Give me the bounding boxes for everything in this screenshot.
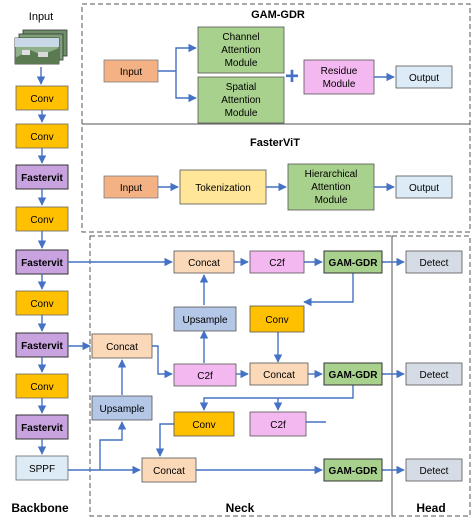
residue-module-box — [303, 59, 375, 95]
backbone-block-6 — [15, 332, 69, 358]
spatial-attention-line2: Attention — [221, 95, 260, 106]
arrow-gam1-conv-right — [303, 273, 354, 307]
arrow-sppf-upsample-left — [99, 421, 127, 470]
concat-mid-box — [249, 362, 309, 386]
backbone-block-9 — [15, 455, 69, 481]
spatial-attention-line1: Spatial — [226, 82, 257, 93]
arrow-concat-left-c2f-mid — [152, 345, 173, 379]
detect-3-box — [405, 458, 463, 482]
conv-right-box — [249, 305, 305, 333]
tokenization-label: Tokenization — [195, 183, 251, 194]
detect-1-label: Detect — [420, 258, 449, 269]
backbone-block-label-8: Fastervit — [21, 423, 63, 434]
fastervit-frame — [81, 123, 471, 233]
arrow-conv-low-concat-bottom — [155, 423, 174, 457]
detect-2-label: Detect — [420, 370, 449, 381]
plus-sign: + — [285, 63, 299, 90]
gam-gdr-2-label: GAM-GDR — [329, 370, 379, 381]
conv-right-label: Conv — [265, 315, 288, 326]
gam-gdr-3-box — [323, 458, 383, 482]
c2f-mid-box — [173, 363, 237, 387]
backbone-block-label-1: Conv — [30, 132, 53, 143]
c2f-top-label: C2f — [269, 258, 285, 269]
head-section-label: Head — [416, 501, 445, 515]
fastervit-title: FasterViT — [250, 137, 300, 149]
backbone-block-label-0: Conv — [30, 94, 53, 105]
backbone-block-label-7: Conv — [30, 382, 53, 393]
tokenization-box — [179, 169, 267, 205]
upsample-top-box — [173, 306, 237, 332]
backbone-block-label-3: Conv — [30, 215, 53, 226]
gam-output-box — [395, 65, 453, 89]
fvit-output-box — [395, 175, 453, 199]
gam-gdr-frame — [81, 3, 471, 125]
hier-line2: Attention — [311, 182, 350, 193]
spatial-attention-line3: Module — [225, 108, 258, 119]
channel-attention-box — [197, 26, 285, 74]
backbone-block-0 — [15, 85, 69, 111]
backbone-block-label-6: Fastervit — [21, 341, 63, 352]
backbone-block-8 — [15, 414, 69, 440]
gam-gdr-3-label: GAM-GDR — [329, 466, 379, 477]
conv-low-label: Conv — [192, 420, 215, 431]
head-frame — [391, 235, 471, 517]
input-image-icon — [14, 29, 68, 65]
channel-attention-line2: Attention — [221, 45, 260, 56]
concat-left-label: Concat — [106, 342, 138, 353]
channel-attention-line1: Channel — [222, 32, 259, 43]
hierarchical-attention-box — [287, 163, 375, 211]
backbone-block-label-9: SPPF — [29, 464, 55, 475]
backbone-block-1 — [15, 123, 69, 149]
concat-mid-label: Concat — [263, 370, 295, 381]
backbone-block-label-2: Fastervit — [21, 173, 63, 184]
gam-gdr-1-box — [323, 250, 383, 274]
concat-bottom-box — [141, 457, 197, 483]
upsample-left-box — [91, 395, 153, 421]
c2f-low-label: C2f — [270, 420, 286, 431]
concat-bottom-label: Concat — [153, 466, 185, 477]
arrow-gam-input-channel — [158, 43, 197, 72]
c2f-top-box — [249, 250, 305, 274]
backbone-block-label-5: Conv — [30, 299, 53, 310]
gam-gdr-1-label: GAM-GDR — [329, 258, 379, 269]
gam-gdr-title: GAM-GDR — [251, 9, 305, 21]
c2f-low-box — [249, 411, 307, 437]
neck-section-label: Neck — [226, 501, 255, 515]
detect-3-label: Detect — [420, 466, 449, 477]
fvit-output-label: Output — [409, 183, 439, 194]
backbone-block-5 — [15, 290, 69, 316]
arrow-gam-input-spatial — [175, 71, 197, 103]
backbone-block-4 — [15, 249, 69, 275]
backbone-block-3 — [15, 206, 69, 232]
detect-1-box — [405, 250, 463, 274]
residue-line1: Residue — [321, 66, 358, 77]
backbone-section-label: Backbone — [11, 501, 69, 515]
spatial-attention-box — [197, 76, 285, 124]
conv-low-box — [173, 411, 235, 437]
backbone-block-2 — [15, 164, 69, 190]
backbone-block-label-4: Fastervit — [21, 258, 63, 269]
concat-top-box — [173, 250, 235, 274]
gam-input-label: Input — [120, 67, 142, 78]
fvit-input-label: Input — [120, 183, 142, 194]
gam-output-label: Output — [409, 73, 439, 84]
concat-top-label: Concat — [188, 258, 220, 269]
upsample-left-label: Upsample — [99, 404, 144, 415]
residue-line2: Module — [323, 79, 356, 90]
backbone-input-label: Input — [29, 11, 53, 23]
gam-gdr-2-box — [323, 362, 383, 386]
hier-line1: Hierarchical — [305, 169, 358, 180]
c2f-mid-label: C2f — [197, 371, 213, 382]
channel-attention-line3: Module — [225, 58, 258, 69]
hier-line3: Module — [315, 195, 348, 206]
upsample-top-label: Upsample — [182, 315, 227, 326]
concat-left-box — [91, 333, 153, 359]
detect-2-box — [405, 362, 463, 386]
